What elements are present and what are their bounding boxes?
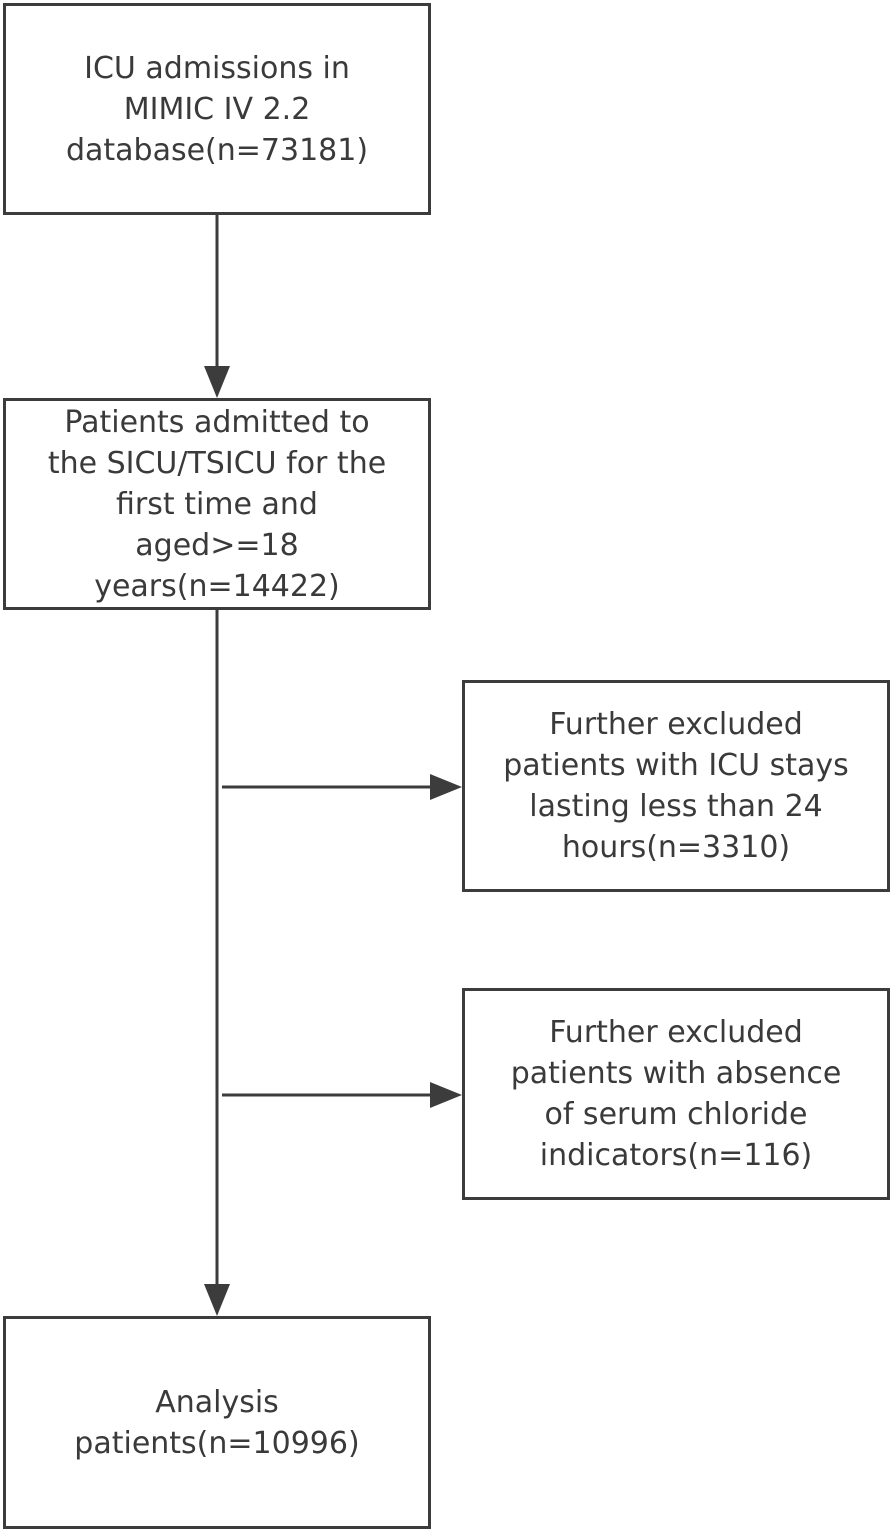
excluded-short-stay-box: Further excluded patients with ICU stays…: [462, 680, 890, 892]
excluded-short-stay-text: Further excluded patients with ICU stays…: [503, 707, 849, 865]
analysis-patients-text: Analysis patients(n=10996): [74, 1384, 360, 1461]
arrowhead-to-excluded-no-chloride: [430, 1082, 462, 1108]
excluded-no-chloride-box: Further excluded patients with absence o…: [462, 988, 890, 1200]
icu-admissions-text: ICU admissions in MIMIC IV 2.2 database(…: [65, 50, 369, 168]
eligible-patients-box: Patients admitted to the SICU/TSICU for …: [3, 398, 431, 610]
arrowhead-to-patients: [204, 366, 230, 398]
arrowhead-to-analysis: [204, 1284, 230, 1316]
excluded-no-chloride-text: Further excluded patients with absence o…: [510, 1015, 842, 1173]
arrowhead-to-excluded-short-stay: [430, 774, 462, 800]
eligible-patients-text: Patients admitted to the SICU/TSICU for …: [47, 404, 387, 604]
icu-admissions-box: ICU admissions in MIMIC IV 2.2 database(…: [3, 3, 431, 215]
analysis-patients-box: Analysis patients(n=10996): [3, 1316, 431, 1529]
